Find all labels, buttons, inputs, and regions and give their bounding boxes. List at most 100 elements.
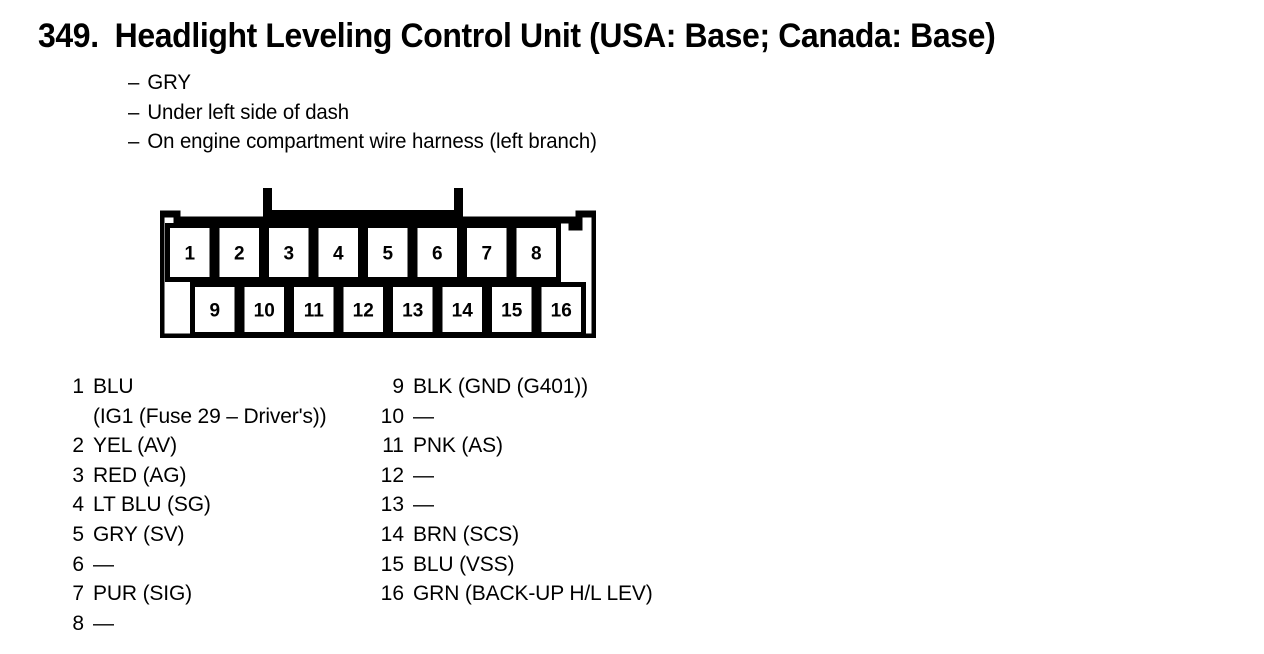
- pin-legend-number: 2: [72, 434, 84, 458]
- connector-pin-cell-1: [165, 223, 215, 282]
- pin-legend-label: —: [93, 552, 114, 576]
- pin-legend-number: 5: [72, 522, 84, 546]
- connector-pin-number: 3: [283, 244, 294, 265]
- pin-legend-label: —: [413, 404, 434, 428]
- connector-pin-cell-11: [289, 282, 339, 337]
- connector-pin-cell-10: [239, 282, 289, 337]
- pin-legend-row: 10 —: [378, 402, 653, 432]
- pin-legend-label: PNK (AS): [413, 434, 503, 458]
- pin-legend-number: 4: [72, 493, 84, 517]
- connector-pin-number: 10: [254, 301, 275, 322]
- connector-pin-number: 4: [333, 244, 344, 265]
- pin-legend-label: GRN (BACK-UP H/L LEV): [413, 582, 653, 606]
- connector-pin-cell-5: [363, 223, 413, 282]
- pin-legend-sublabel: (IG1 (Fuse 29 – Driver's)): [93, 404, 327, 428]
- pin-legend-label: YEL (AV): [93, 434, 177, 458]
- pin-legend-label: BLK (GND (G401)): [413, 375, 588, 398]
- pin-legend-row: 14 BRN (SCS): [378, 520, 653, 550]
- connector-pin-number: 15: [501, 301, 523, 322]
- pin-legend-row: 3 RED (AG): [58, 461, 327, 491]
- pin-legend-label: PUR (SIG): [93, 582, 192, 606]
- pin-legend-label: BLU: [93, 375, 134, 398]
- pin-legend-number: 7: [72, 582, 84, 606]
- connector-pin-number: 5: [382, 244, 393, 265]
- pin-legend-number: 14: [380, 522, 404, 546]
- pin-legend-label: LT BLU (SG): [93, 493, 211, 517]
- note-text: On engine compartment wire harness (left…: [147, 130, 597, 153]
- pin-legend-row: 2 YEL (AV): [58, 431, 327, 461]
- connector-pin-number: 12: [353, 301, 374, 322]
- connector-pin-cell-12: [338, 282, 388, 337]
- note-dash: –: [128, 71, 140, 94]
- connector-pin-number: 14: [452, 301, 474, 322]
- pin-legend-row: 4 LT BLU (SG): [58, 490, 327, 520]
- pin-legend-number: 10: [380, 404, 404, 428]
- note-line: –On engine compartment wire harness (lef…: [128, 127, 597, 157]
- pin-legend-number: 3: [72, 463, 84, 487]
- connector-pin-number: 8: [531, 244, 542, 265]
- pin-legend-number: 1: [72, 375, 84, 398]
- pin-legend-number: 12: [380, 463, 404, 487]
- pin-legend-label: —: [413, 493, 434, 517]
- pin-legend-number: 16: [380, 582, 404, 606]
- pin-legend-label: —: [413, 463, 434, 487]
- pin-legend-label: RED (AG): [93, 463, 187, 487]
- header-title-row: 349. Headlight Leveling Control Unit (US…: [38, 16, 996, 56]
- pin-legend-number: 15: [380, 552, 404, 576]
- connector-pin-cell-3: [264, 223, 314, 282]
- connector-pin-cell-16: [536, 282, 586, 337]
- pin-legend-label: BRN (SCS): [413, 522, 519, 546]
- pin-legend-number: 6: [72, 552, 84, 576]
- page-header: 349. Headlight Leveling Control Unit (US…: [38, 16, 1056, 56]
- pin-legend-row: 11 PNK (AS): [378, 431, 653, 461]
- pin-legend-row: 13 —: [378, 490, 653, 520]
- note-dash: –: [128, 130, 140, 153]
- pin-legend-row: 16 GRN (BACK-UP H/L LEV): [378, 579, 653, 609]
- connector-pin-number: 13: [402, 301, 423, 322]
- pin-legend-row: 9 BLK (GND (G401)): [378, 372, 653, 402]
- pin-legend-label: BLU (VSS): [413, 552, 515, 576]
- connector-pin-number: 9: [209, 301, 220, 322]
- connector-pin-number: 1: [184, 244, 195, 265]
- connector-pin-number: 11: [304, 301, 325, 322]
- connector-pin-cell-9: [190, 282, 240, 337]
- note-text: GRY: [147, 71, 191, 94]
- pin-legend-label: —: [93, 611, 114, 635]
- pin-legend-label: GRY (SV): [93, 522, 185, 546]
- pin-legend-number: 13: [380, 493, 404, 517]
- connector-pin-cell-13: [388, 282, 438, 337]
- pin-legend-row: 8—: [58, 609, 327, 639]
- pin-legend-row: 5 GRY (SV): [58, 520, 327, 550]
- note-dash: –: [128, 100, 140, 124]
- connector-pin-cell-6: [412, 223, 462, 282]
- figure-number: 349.: [38, 17, 99, 55]
- pin-legend-row: 6—: [58, 550, 327, 580]
- pin-legend-row: 7 PUR (SIG): [58, 579, 327, 609]
- connector-pin-number: 2: [234, 244, 245, 265]
- connector-pin-cell-8: [511, 223, 561, 282]
- page-title: Headlight Leveling Control Unit (USA: Ba…: [114, 17, 996, 55]
- connector-pin-number: 6: [432, 244, 443, 265]
- note-line: –Under left side of dash: [128, 98, 597, 128]
- note-text: Under left side of dash: [147, 100, 349, 124]
- notes-list: –GRY–Under left side of dash–On engine c…: [128, 68, 611, 157]
- connector-top-row: 1 2 3 4 5 6 7 8: [165, 223, 561, 282]
- connector-pin-cell-4: [313, 223, 363, 282]
- connector-pin-number: 7: [481, 244, 492, 265]
- pin-legend-number: 9: [392, 375, 404, 398]
- pin-legend-text-stack: BLU (IG1 (Fuse 29 – Driver's)): [93, 372, 327, 431]
- note-line: –GRY: [128, 68, 597, 98]
- connector-pin-cell-15: [487, 282, 537, 337]
- pin-legend-row: 1 BLU (IG1 (Fuse 29 – Driver's)): [58, 372, 327, 431]
- pin-legend-number: 11: [382, 434, 404, 458]
- pin-legend-right-column: 9 BLK (GND (G401)) 10 — 11 PNK (AS) 12 — 13 — 14 BR…: [378, 372, 653, 609]
- pin-legend-row: 12 —: [378, 461, 653, 491]
- connector-latch-bracket: [263, 188, 463, 232]
- connector-pin-cell-7: [462, 223, 512, 282]
- pin-legend-row: 15 BLU (VSS): [378, 550, 653, 580]
- connector-pin-cell-14: [437, 282, 487, 337]
- connector-pin-cell-2: [214, 223, 264, 282]
